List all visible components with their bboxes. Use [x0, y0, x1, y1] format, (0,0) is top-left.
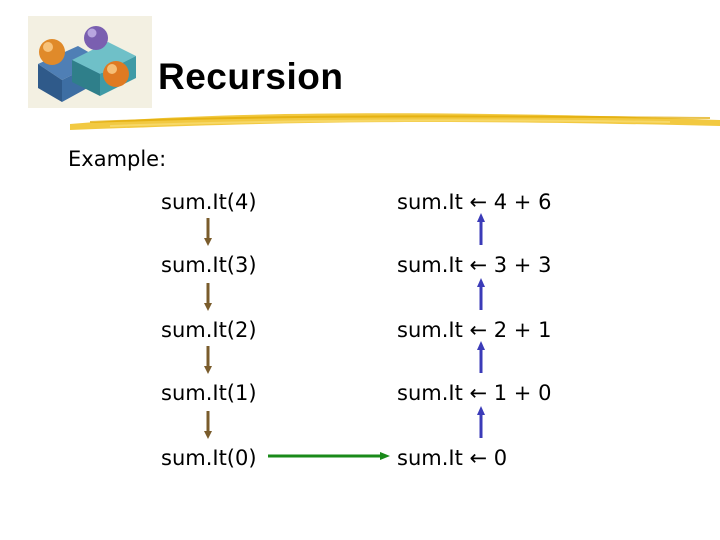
call-sumit-2: sum.It(2) — [161, 318, 257, 342]
call-sumit-0: sum.It(0) — [161, 446, 257, 470]
result-sumit-1: sum.It ← 1 + 0 — [397, 381, 552, 405]
up-arrow-2 — [477, 278, 485, 310]
base-case-arrow — [268, 452, 390, 460]
title-underline — [70, 113, 720, 130]
result-sumit-2: sum.It ← 2 + 1 — [397, 318, 552, 342]
down-arrow-1 — [204, 218, 212, 246]
up-arrow-1 — [477, 213, 485, 245]
down-arrow-2 — [204, 283, 212, 311]
page-title: Recursion — [158, 56, 344, 97]
up-arrow-3 — [477, 341, 485, 373]
up-arrow-4 — [477, 406, 485, 438]
result-sumit-3: sum.It ← 3 + 3 — [397, 253, 552, 277]
call-sumit-4: sum.It(4) — [161, 190, 257, 214]
call-sumit-1: sum.It(1) — [161, 381, 257, 405]
example-label: Example: — [68, 147, 167, 171]
down-arrow-3 — [204, 346, 212, 374]
colored-cubes-logo-icon — [28, 16, 152, 108]
call-sumit-3: sum.It(3) — [161, 253, 257, 277]
result-sumit-0: sum.It ← 0 — [397, 446, 508, 470]
result-sumit-4: sum.It ← 4 + 6 — [397, 190, 552, 214]
down-arrow-4 — [204, 411, 212, 439]
